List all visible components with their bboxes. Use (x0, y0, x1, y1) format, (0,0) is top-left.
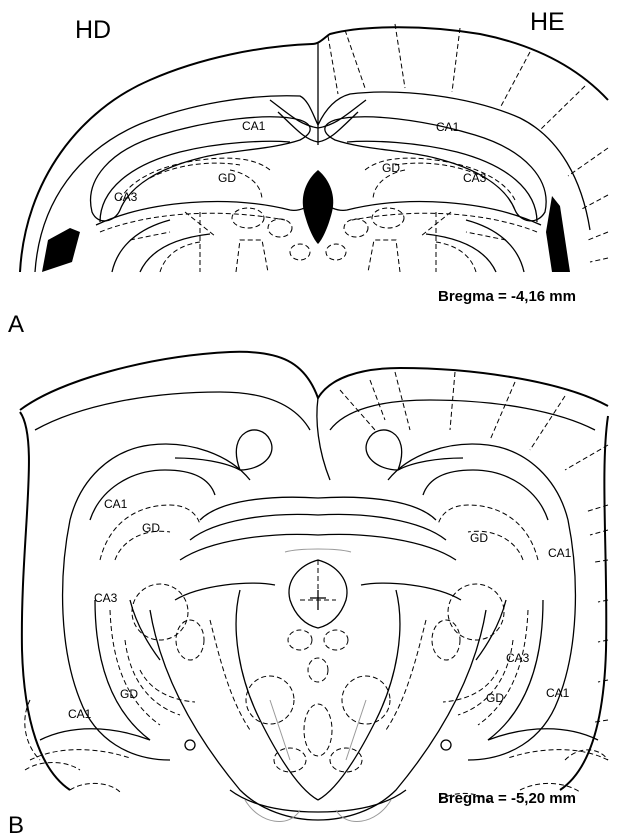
panel-b-brain-outline (20, 352, 608, 790)
panel-a-right-lateral-ventricle (546, 196, 570, 272)
panel-b-right-hippocampus (366, 430, 608, 760)
panel-b-left-ca3-label: CA3 (94, 591, 118, 605)
panel-a-right-hippocampus (318, 117, 546, 232)
panel-b: CA1 GD CA3 GD CA1 GD CA1 CA3 GD CA1 Breg… (8, 352, 608, 837)
panel-a-left-gd-label: GD (218, 171, 236, 185)
panel-b-left-ca1-top-label: CA1 (104, 497, 128, 511)
panel-a-bregma-label: Bregma = -4,16 mm (438, 288, 576, 305)
panel-a-right-gd-label: GD (382, 161, 400, 175)
right-hemisphere-label: HE (530, 8, 565, 36)
panel-b-right-ca1-bottom-label: CA1 (546, 686, 570, 700)
panel-a-left-ca3-label: CA3 (114, 190, 138, 204)
panel-a-letter: A (8, 311, 24, 338)
panel-a: HD HE (8, 8, 608, 338)
panel-b-left-gd-top-label: GD (142, 521, 160, 535)
panel-b-letter: B (8, 812, 24, 837)
panel-a-left-lateral-ventricle (42, 228, 80, 272)
panel-b-left-hippocampus (30, 430, 272, 760)
panel-a-left-ca1-label: CA1 (242, 119, 266, 133)
panel-b-right-gd-bottom-label: GD (486, 691, 504, 705)
panel-b-brainstem (130, 497, 506, 821)
panel-a-right-ca1-label: CA1 (436, 120, 460, 134)
panel-a-third-ventricle (303, 170, 333, 244)
panel-b-right-gd-top-label: GD (470, 531, 488, 545)
panel-a-right-ca3-label: CA3 (463, 171, 487, 185)
panel-b-bregma-label: Bregma = -5,20 mm (438, 790, 576, 807)
panel-b-entorhinal (25, 700, 608, 802)
panel-b-right-ca3-label: CA3 (506, 651, 530, 665)
panel-b-left-gd-bottom-label: GD (120, 687, 138, 701)
left-hemisphere-label: HD (75, 16, 111, 44)
panel-b-left-ca1-bottom-label: CA1 (68, 707, 92, 721)
panel-a-left-hippocampus (91, 117, 318, 232)
panel-b-right-ca1-top-label: CA1 (548, 546, 572, 560)
